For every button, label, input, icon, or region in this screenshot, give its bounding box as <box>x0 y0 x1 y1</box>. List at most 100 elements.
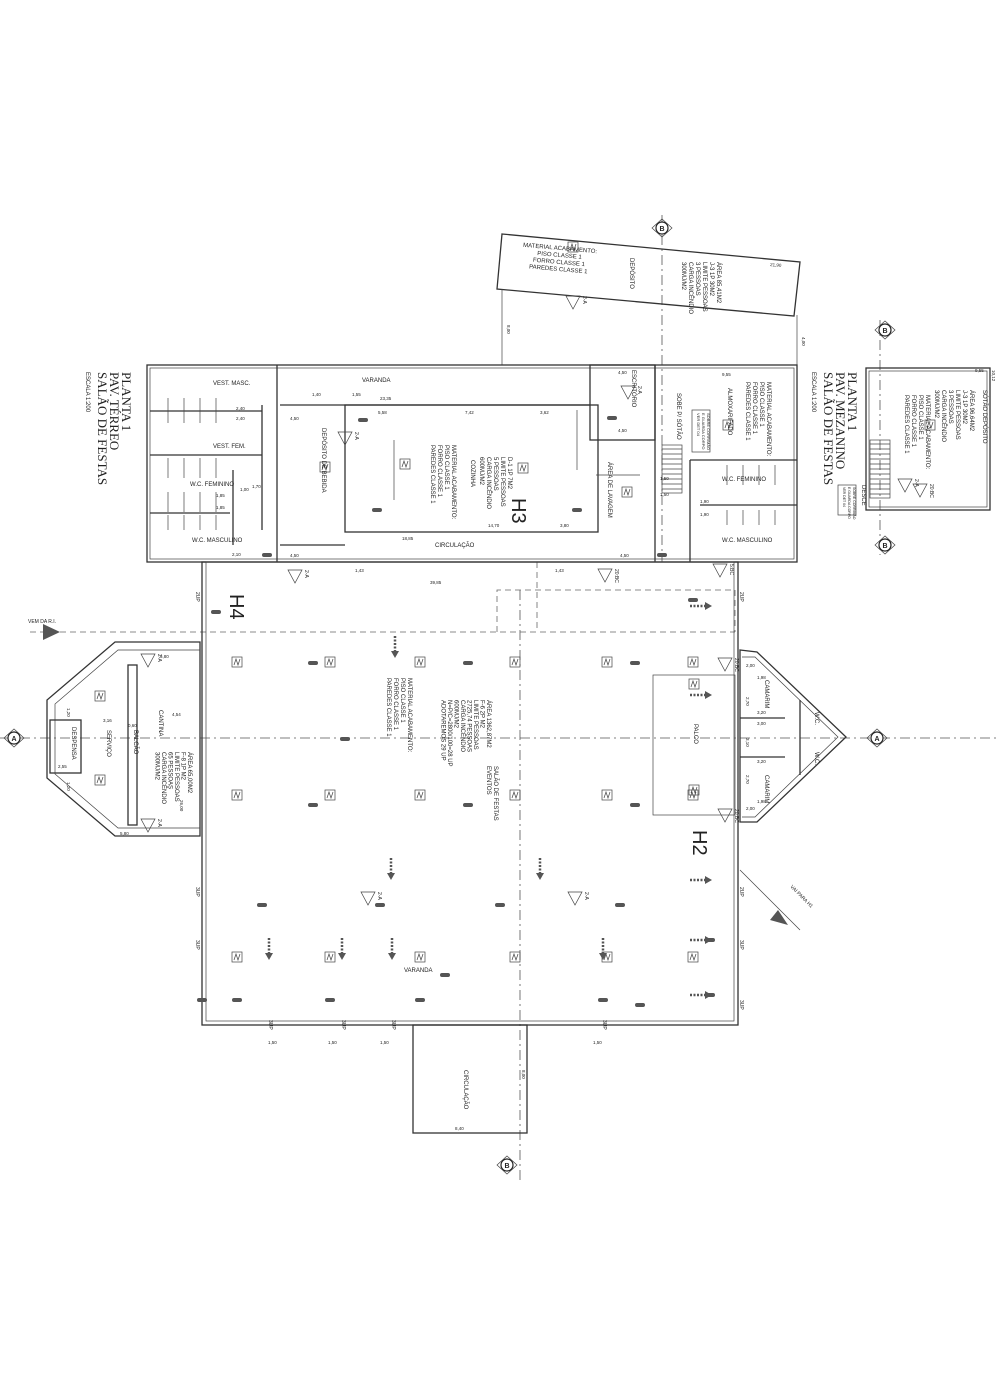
note-salao-material: MATERIAL ACABAMENTO: <box>406 678 412 753</box>
extinguisher-label: 2-A <box>303 570 309 578</box>
exit-door-label: 3UP <box>267 1020 273 1030</box>
room-label-wc-fem-right: W.C. FEMININO <box>722 477 766 483</box>
dimension-label: 1,90 <box>700 499 709 504</box>
exit-door-label: 3UP <box>738 940 744 950</box>
emergency-light-icon-mark <box>689 657 697 667</box>
room-label-sobe-sotao: SOBE P/ SÓTÃO <box>675 393 682 440</box>
note-deposito-material: FORRO CLASSE 1 <box>533 258 586 269</box>
hydrant-label-h3: H3 <box>507 498 529 524</box>
note-cozinha-area: D-1 1P 7M2 <box>506 457 512 490</box>
flow-arrow-icon <box>770 910 788 925</box>
dimension-label: 8,00 <box>506 325 511 334</box>
dimension-label: 2,10 <box>232 552 241 557</box>
note-cozinha-area: 600MJ/M2 <box>478 457 484 486</box>
dimension-label: 21,90 <box>770 262 782 268</box>
dimension-label: 0,60 <box>128 723 137 728</box>
dimension-label: 1,20 <box>66 782 71 791</box>
dimension-label: 4,50 <box>618 370 627 375</box>
dimension-label: 14,70 <box>488 523 500 528</box>
exit-door-label: 2UP <box>738 887 744 897</box>
plan-title-terreo: PAV. TÉRREO <box>107 372 122 450</box>
dimension-label: 4,50 <box>618 428 627 433</box>
luminaire-icon <box>257 903 267 907</box>
dimension-label: 1,50 <box>268 1040 277 1045</box>
dimension-label: 1,40 <box>312 392 321 397</box>
dimension-label: 1,20 <box>66 708 71 717</box>
flow-line <box>739 869 801 931</box>
note-cantina-area: 65 PESSOAS <box>167 752 173 789</box>
emergency-light-icon-mark <box>96 691 104 701</box>
dimension-label: 5,58 <box>378 410 387 415</box>
room-label-area-lavagem: ÁREA DE LAVAGEM <box>606 462 613 518</box>
dimension-label: 3,20 <box>757 710 766 715</box>
corrimao-note-box <box>837 484 857 516</box>
emergency-light-icon <box>324 656 336 668</box>
hall-outline <box>201 561 739 1026</box>
service-building-inner <box>149 367 795 560</box>
exit-arrow-head <box>388 953 396 960</box>
emergency-light-icon <box>621 486 633 498</box>
note-salao-area: ÁREA 1362,87M2 <box>485 700 492 748</box>
note-almox-material: MATERIAL ACABAMENTO: <box>765 382 771 457</box>
fire-extinguisher-icon <box>140 653 156 668</box>
emergency-light-icon <box>517 462 529 474</box>
note-corrimao: VER DET 04 <box>696 413 701 437</box>
dimension-label: 1,85 <box>216 493 225 498</box>
emergency-light-icon-mark <box>511 657 519 667</box>
dimension-label: 9,55 <box>975 368 984 373</box>
emergency-light-icon-mark <box>926 420 934 430</box>
dimension-label: 2,55 <box>58 764 67 769</box>
note-deposito-area: LIMITE PESSOAS <box>701 262 707 312</box>
luminaire-icon <box>495 903 505 907</box>
exit-arrow-head <box>705 876 712 884</box>
dimension-label: 3,00 <box>757 721 766 726</box>
section-marker-icon <box>866 728 888 748</box>
emergency-light-icon-mark <box>233 657 241 667</box>
note-salao-area: CARGA INCÊNDIO <box>459 700 467 752</box>
note-deposito-area: 3 PESSOAS <box>694 262 700 296</box>
note-mezanino-area: 300MJ/M2 <box>933 390 939 419</box>
fire-extinguisher-icon <box>360 891 376 906</box>
dimension-label: 9,55 <box>722 372 731 377</box>
balcao-counter <box>127 664 138 826</box>
fire-extinguisher-icon <box>287 569 303 584</box>
plan-title-terreo: SALÃO DE FESTAS <box>95 372 110 485</box>
emergency-light-icon-mark <box>511 952 519 962</box>
note-cozinha-area: 5 PESSOAS <box>492 457 498 491</box>
exit-door-label: 3UP <box>601 1020 607 1030</box>
emergency-light-icon <box>94 690 106 702</box>
luminaire-icon <box>211 610 221 614</box>
emergency-light-icon <box>509 656 521 668</box>
room-label-palco: PALCO <box>692 724 698 744</box>
emergency-light-icon <box>509 951 521 963</box>
note-salao-area: LIMITE PESSOAS <box>472 700 478 750</box>
emergency-light-icon <box>231 789 243 801</box>
exit-arrow-head <box>338 953 346 960</box>
luminaire-icon <box>340 737 350 741</box>
extinguisher-label: 20:BC <box>733 809 739 823</box>
note-cantina-area: CARGA INCÊNDIO <box>160 752 168 804</box>
dimension-label: 4,00 <box>801 337 806 346</box>
emergency-light-icon-mark <box>511 790 519 800</box>
note-cozinha-material: FORRO CLASSE 1 <box>436 445 442 498</box>
dimension-label: 1,90 <box>700 512 709 517</box>
dimension-label: 7,42 <box>465 410 474 415</box>
section-marker-label-a: A <box>874 736 879 743</box>
note-mezanino-area: 3 PESSOAS <box>947 390 953 424</box>
dimension-label: 1,70 <box>252 484 261 489</box>
dimension-label: 2,40 <box>236 416 245 421</box>
exit-door-label: 2UP <box>194 592 200 602</box>
note-cozinha-material: PISO CLASSE 1 <box>443 445 449 490</box>
note-mezanino-material: FORRO CLASSE 1 <box>910 395 916 448</box>
luminaire-icon <box>375 903 385 907</box>
room-label-deposito-bebida: DEPÓSITO DE BEBIDA <box>320 428 327 493</box>
corrimao-note-box <box>691 409 711 453</box>
hydrant-label-h2: H2 <box>688 830 710 856</box>
exit-door-label: 3UP <box>738 1000 744 1010</box>
emergency-light-icon-mark <box>416 790 424 800</box>
exit-arrow-head <box>705 936 712 944</box>
note-mezanino-area: J-3 1P 30M2 <box>961 390 967 425</box>
exit-arrow-head <box>599 953 607 960</box>
section-marker-circle <box>500 1158 514 1172</box>
